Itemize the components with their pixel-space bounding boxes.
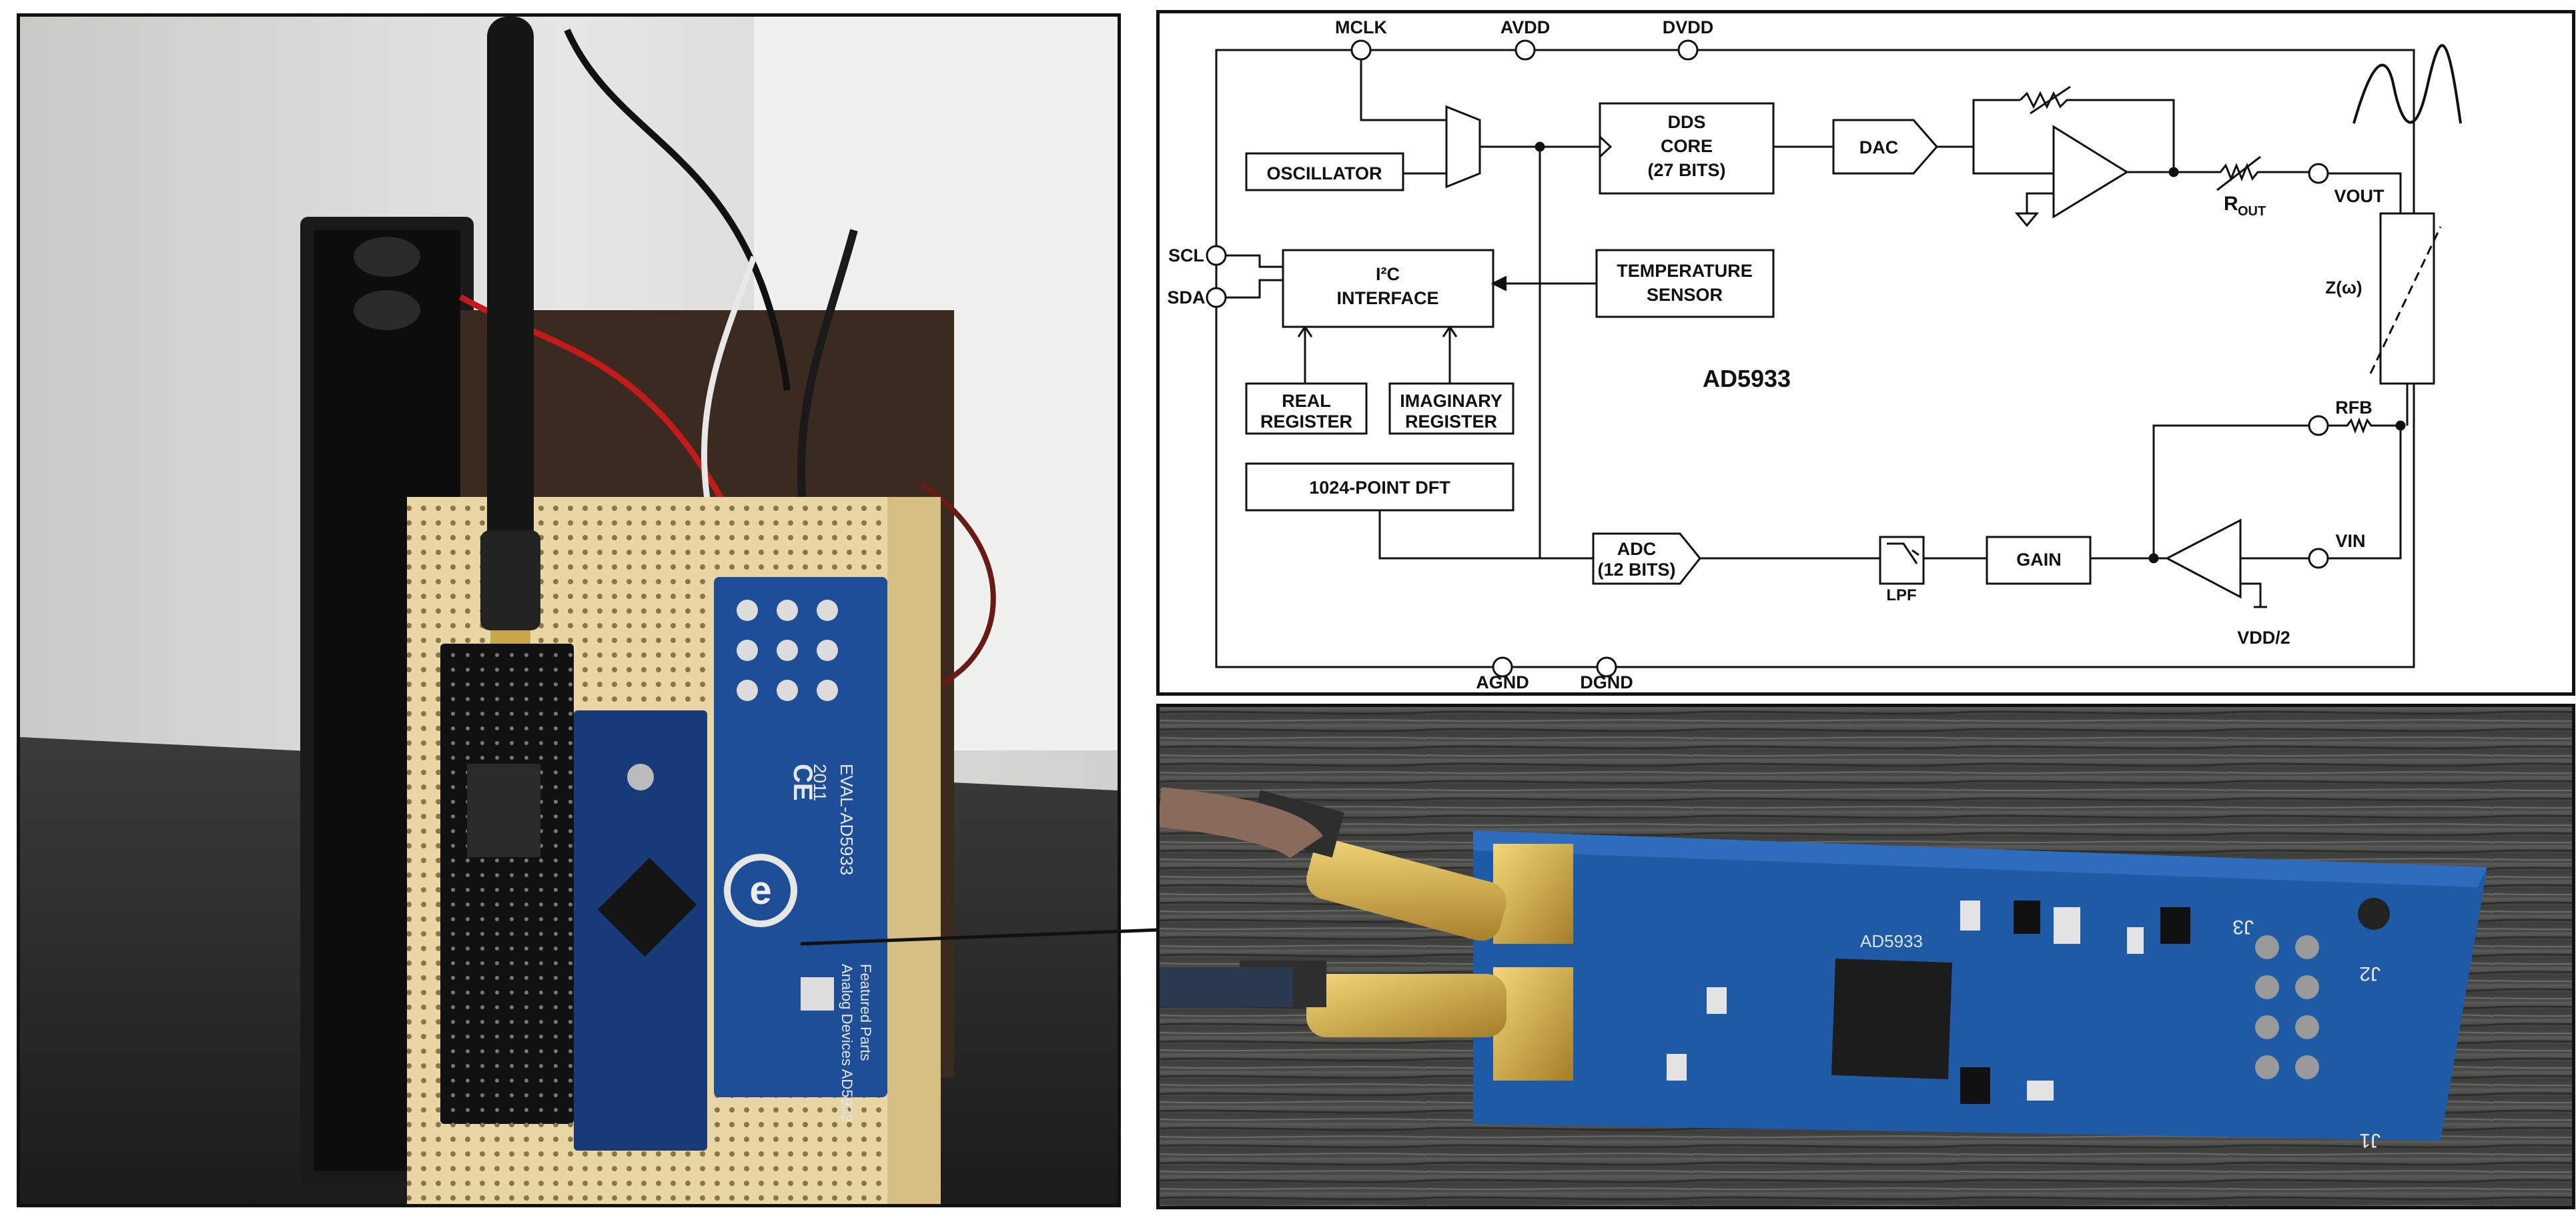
label-mclk: MCLK [1335, 17, 1387, 37]
antenna [480, 17, 540, 737]
eval-pcb: AD5933 J3 J2 [1473, 830, 2487, 1151]
microcontroller-board [574, 710, 707, 1151]
pin-agnd [1492, 656, 1513, 678]
eval-board-photo-drawing: AD5933 J3 J2 [1160, 707, 2572, 1206]
label-sda: SDA [1167, 287, 1205, 308]
radio-module [440, 644, 574, 1124]
dds-label-line1: DDS [1667, 112, 1705, 132]
ad5933-eval-board: e EVAL-AD5933 2011 CE Featured Parts Ana… [714, 577, 887, 1122]
oscillator-label: OSCILLATOR [1267, 163, 1382, 183]
dds-label-line3: (27 BITS) [1647, 160, 1725, 180]
sine-wave-icon [2352, 44, 2462, 124]
ad5933-chip [1831, 959, 1952, 1080]
oscillator-block [1245, 152, 1404, 191]
pin-dvdd [1677, 39, 1699, 61]
label-scl: SCL [1168, 245, 1204, 265]
block-diagram-labels: MCLK AVDD DVDD SCL SDA VOUT RFB VIN AGND… [1167, 17, 2385, 692]
dft-label: 1024-POINT DFT [1309, 478, 1450, 498]
label-vdd-half: VDD/2 [2237, 628, 2290, 648]
eval-board-text-line4: 2011 [810, 764, 830, 801]
i2c-interface-block [1282, 249, 1494, 328]
dds-core-block [1599, 102, 1775, 195]
eval-board-text-line2: Analog Devices AD5933 [839, 964, 855, 1122]
dac-label: DAC [1859, 137, 1899, 157]
temperature-sensor-block [1595, 249, 1775, 318]
imaginary-register-block [1388, 382, 1515, 435]
connector-label-j1: J1 [2359, 1129, 2381, 1151]
ad5933-block-diagram: MCLK AVDD DVDD SCL SDA VOUT RFB VIN AGND… [1156, 10, 2575, 696]
adc-block [1592, 532, 1701, 585]
eval-board-photo: AD5933 J3 J2 [1156, 704, 2575, 1209]
cable-top [1160, 787, 1323, 860]
svg-text:e: e [749, 868, 771, 912]
label-rfb: RFB [2335, 398, 2373, 418]
clock-mux [1445, 105, 1481, 189]
imaginary-register-label-line2: REGISTER [1405, 412, 1497, 432]
chip-marking: AD5933 [1860, 931, 1923, 951]
label-agnd: AGND [1476, 672, 1529, 692]
label-dgnd: DGND [1580, 672, 1633, 692]
impedance-z [2379, 212, 2435, 385]
temp-label-line1: TEMPERATURE [1617, 261, 1753, 281]
real-register-block [1245, 382, 1368, 435]
hardware-photo-drawing: e EVAL-AD5933 2011 CE Featured Parts Ana… [20, 17, 1118, 1204]
lpf-label: LPF [1886, 586, 1916, 604]
i2c-label-line1: I²C [1376, 264, 1400, 284]
temp-label-line2: SENSOR [1647, 285, 1723, 305]
lpf-block [1879, 536, 1925, 585]
sma-connector-bottom [1240, 961, 1573, 1081]
eval-board-text-line1: Featured Parts [857, 964, 874, 1061]
imaginary-register-label-line1: IMAGINARY [1400, 391, 1502, 411]
block-diagram-drawing [1206, 39, 2462, 678]
eval-board-ce-mark: CE [788, 764, 817, 801]
connector-label-j3: J3 [2232, 916, 2254, 938]
rout-subscript: OUT [2238, 204, 2266, 219]
label-dvdd: DVDD [1663, 17, 1714, 37]
real-register-label-line1: REAL [1282, 391, 1331, 411]
dac-block [1832, 119, 1938, 175]
impedance-label: Z(ω) [2325, 277, 2362, 297]
real-register-label-line2: REGISTER [1260, 412, 1352, 432]
output-amplifier [2052, 125, 2129, 219]
hardware-photo: e EVAL-AD5933 2011 CE Featured Parts Ana… [17, 13, 1121, 1207]
rout-label: R [2224, 193, 2238, 215]
label-vin: VIN [2335, 531, 2365, 551]
label-avdd: AVDD [1500, 17, 1551, 37]
i2c-label-line2: INTERFACE [1336, 288, 1438, 308]
eval-board-text-line3: EVAL-AD5933 [837, 764, 857, 875]
connector-label-j2: J2 [2359, 963, 2381, 985]
pin-dgnd [1596, 656, 1617, 678]
adc-label-line2: (12 BITS) [1597, 560, 1675, 580]
gain-block [1986, 536, 2092, 585]
dds-label-line2: CORE [1661, 136, 1713, 156]
chip-name-label: AD5933 [1703, 365, 1791, 392]
pin-avdd [1515, 39, 1536, 61]
adc-label-line1: ADC [1617, 539, 1657, 559]
label-vout: VOUT [2334, 186, 2385, 206]
gain-label: GAIN [2016, 550, 2062, 570]
